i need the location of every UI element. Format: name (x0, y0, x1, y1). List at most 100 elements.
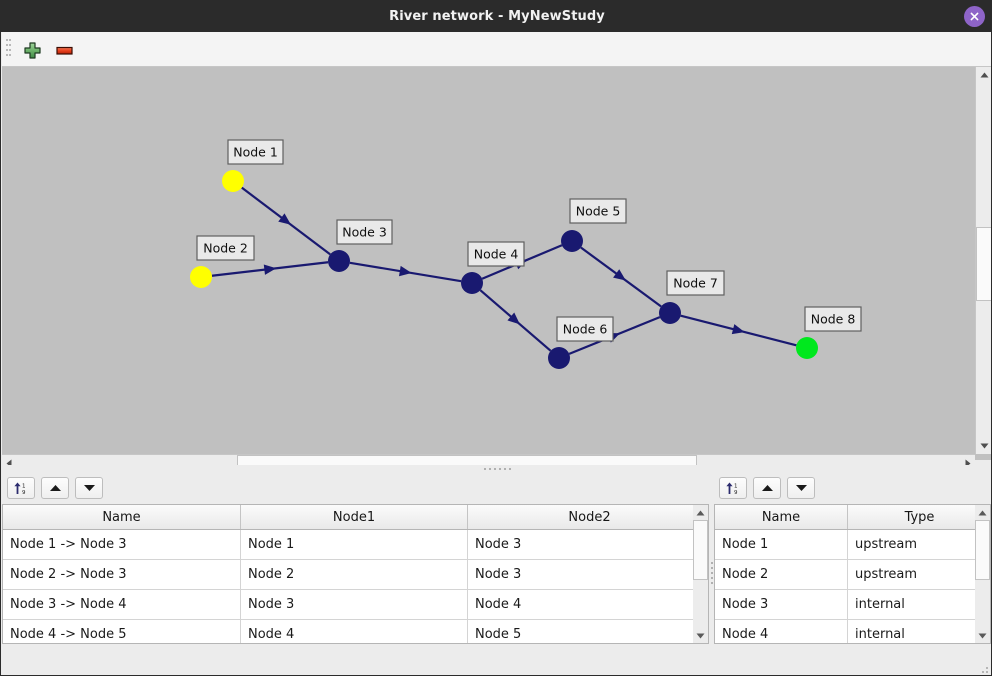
table-cell[interactable]: Node 4 (715, 619, 848, 643)
diagram-node-node-5[interactable] (561, 230, 583, 252)
nodes-scroll-down-button[interactable] (975, 628, 990, 643)
table-cell[interactable]: Node 3 -> Node 4 (3, 589, 241, 620)
nodes-move-up-button[interactable] (753, 477, 781, 499)
table-cell[interactable]: internal (847, 619, 990, 643)
diagram-node-node-4[interactable] (461, 272, 483, 294)
add-node-button[interactable] (20, 38, 44, 62)
branches-scroll-down-button[interactable] (693, 628, 708, 643)
diagram-node-node-6[interactable] (548, 347, 570, 369)
svg-text:9: 9 (22, 490, 26, 496)
vertical-splitter[interactable] (710, 472, 714, 675)
node-label-node-8[interactable]: Node 8 (804, 306, 862, 332)
node-label-node-7[interactable]: Node 7 (666, 270, 725, 296)
canvas-vscroll-thumb[interactable] (976, 227, 991, 301)
table-cell[interactable]: Node 3 (467, 559, 708, 590)
toolbar-drag-handle[interactable] (6, 39, 11, 60)
close-button[interactable] (964, 6, 985, 27)
diagram-node-node-7[interactable] (659, 302, 681, 324)
branches-vertical-scrollbar[interactable] (693, 504, 709, 644)
node-label-node-4[interactable]: Node 4 (467, 241, 525, 267)
node-label-box (196, 235, 255, 261)
node-label-node-2[interactable]: Node 2 (196, 235, 255, 261)
chevron-down-icon (980, 443, 988, 448)
main-toolbar (2, 32, 991, 67)
column-header-type[interactable]: Type (847, 505, 990, 530)
edge-arrow-icon (398, 265, 412, 277)
nodes-scroll-up-button[interactable] (975, 505, 990, 520)
node-label-node-6[interactable]: Node 6 (556, 316, 614, 342)
nodes-sort-button[interactable]: 1 9 (719, 477, 747, 499)
node-label-node-1[interactable]: Node 1 (227, 139, 284, 165)
splitter-grip-icon (483, 467, 511, 470)
node-label-layer: Node 1 Node 2 Node 3 Node 4 Node 5 Node 6 Node… (196, 139, 862, 342)
node-label-node-5[interactable]: Node 5 (569, 198, 627, 224)
nodes-vscroll-thumb[interactable] (975, 520, 990, 580)
table-cell[interactable]: Node 1 (240, 529, 468, 560)
table-cell[interactable]: Node 2 (715, 559, 848, 590)
canvas-vertical-scrollbar[interactable] (975, 67, 991, 454)
edge-arrow-icon (278, 213, 291, 225)
scroll-down-button[interactable] (976, 438, 991, 453)
column-header-name[interactable]: Name (715, 505, 848, 530)
resize-grip-icon[interactable] (978, 663, 988, 673)
close-icon (970, 12, 979, 21)
node-label-text: Node 1 (233, 145, 278, 160)
table-cell[interactable]: Node 4 -> Node 5 (3, 619, 241, 643)
branches-move-down-button[interactable] (75, 477, 103, 499)
nodes-toolbar: 1 9 (714, 472, 815, 504)
column-header-node1[interactable]: Node1 (240, 505, 468, 530)
table-cell[interactable]: Node 5 (467, 619, 708, 643)
diagram-node-node-3[interactable] (328, 250, 350, 272)
table-cell[interactable]: upstream (847, 559, 990, 590)
table-cell[interactable]: Node 3 (240, 589, 468, 620)
node-label-text: Node 2 (203, 241, 248, 256)
vertical-splitter-grip-icon (711, 561, 713, 587)
table-cell[interactable]: upstream (847, 529, 990, 560)
nodes-move-down-button[interactable] (787, 477, 815, 499)
branches-vscroll-thumb[interactable] (693, 520, 708, 580)
nodes-vertical-scrollbar[interactable] (975, 504, 991, 644)
diagram-node-node-8[interactable] (796, 337, 818, 359)
node-label-node-3[interactable]: Node 3 (336, 219, 393, 245)
remove-node-button[interactable] (52, 38, 76, 62)
table-cell[interactable]: Node 1 (715, 529, 848, 560)
branches-move-up-button[interactable] (41, 477, 69, 499)
table-cell[interactable]: Node 1 -> Node 3 (3, 529, 241, 560)
table-cell[interactable]: Node 2 (240, 559, 468, 590)
branches-scroll-up-button[interactable] (693, 505, 708, 520)
table-cell[interactable]: Node 4 (240, 619, 468, 643)
chevron-down-icon (978, 633, 987, 638)
table-cell[interactable]: Node 4 (467, 589, 708, 620)
network-diagram-canvas[interactable]: Node 1 Node 2 Node 3 Node 4 Node 5 Node 6 Node… (2, 67, 991, 460)
column-header-node2[interactable]: Node2 (467, 505, 708, 530)
table-cell[interactable]: Node 3 (715, 589, 848, 620)
node-layer (190, 170, 818, 369)
table-cell[interactable]: internal (847, 589, 990, 620)
arrow-down-icon (83, 485, 95, 491)
scroll-up-button[interactable] (976, 67, 991, 82)
branches-sort-button[interactable]: 1 9 (7, 477, 35, 499)
node-label-box (666, 270, 725, 296)
edge-arrow-icon (731, 324, 745, 335)
column-header-name[interactable]: Name (3, 505, 241, 530)
node-label-text: Node 8 (811, 312, 856, 327)
diagram-node-node-1[interactable] (222, 170, 244, 192)
horizontal-splitter[interactable] (2, 465, 991, 472)
table-cell[interactable]: Node 3 (467, 529, 708, 560)
diagram-node-node-2[interactable] (190, 266, 212, 288)
table-cell[interactable]: Node 2 -> Node 3 (3, 559, 241, 590)
